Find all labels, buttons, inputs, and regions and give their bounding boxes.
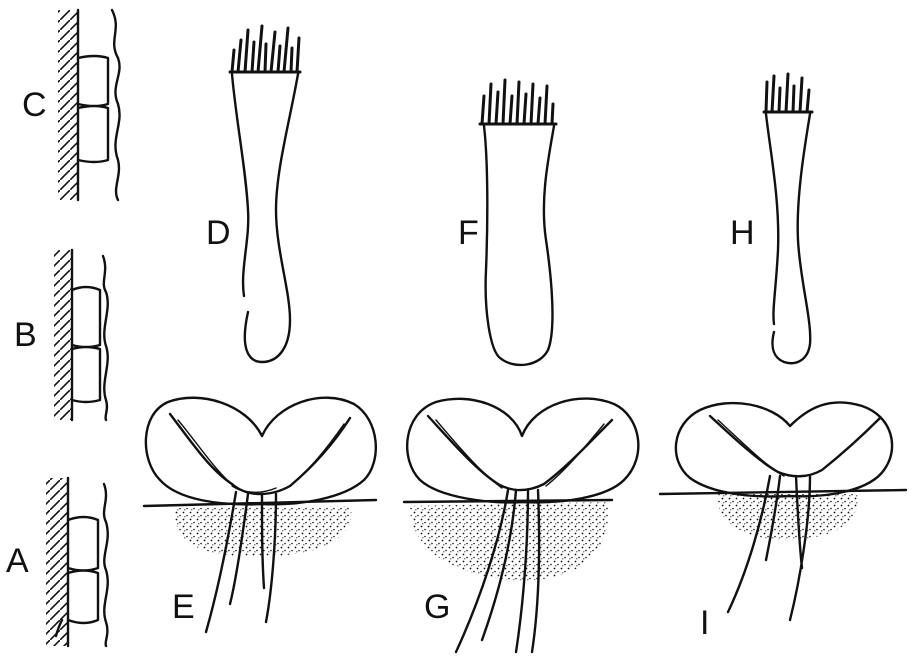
panel-a-drawing bbox=[46, 478, 108, 646]
label-d: D bbox=[206, 214, 231, 252]
label-f: F bbox=[458, 214, 479, 252]
panel-c-drawing bbox=[58, 10, 120, 200]
panel-h-hair bbox=[764, 74, 812, 363]
panel-f-hair bbox=[480, 80, 556, 365]
panel-b-drawing bbox=[54, 250, 108, 420]
label-b: B bbox=[14, 316, 37, 354]
label-c: C bbox=[22, 86, 47, 124]
label-g: G bbox=[424, 588, 450, 626]
label-e: E bbox=[172, 588, 195, 626]
panel-d-hair bbox=[230, 26, 300, 362]
label-h: H bbox=[730, 214, 755, 252]
panel-i-section bbox=[660, 402, 906, 620]
label-a: A bbox=[6, 542, 29, 580]
label-i: I bbox=[700, 604, 709, 642]
